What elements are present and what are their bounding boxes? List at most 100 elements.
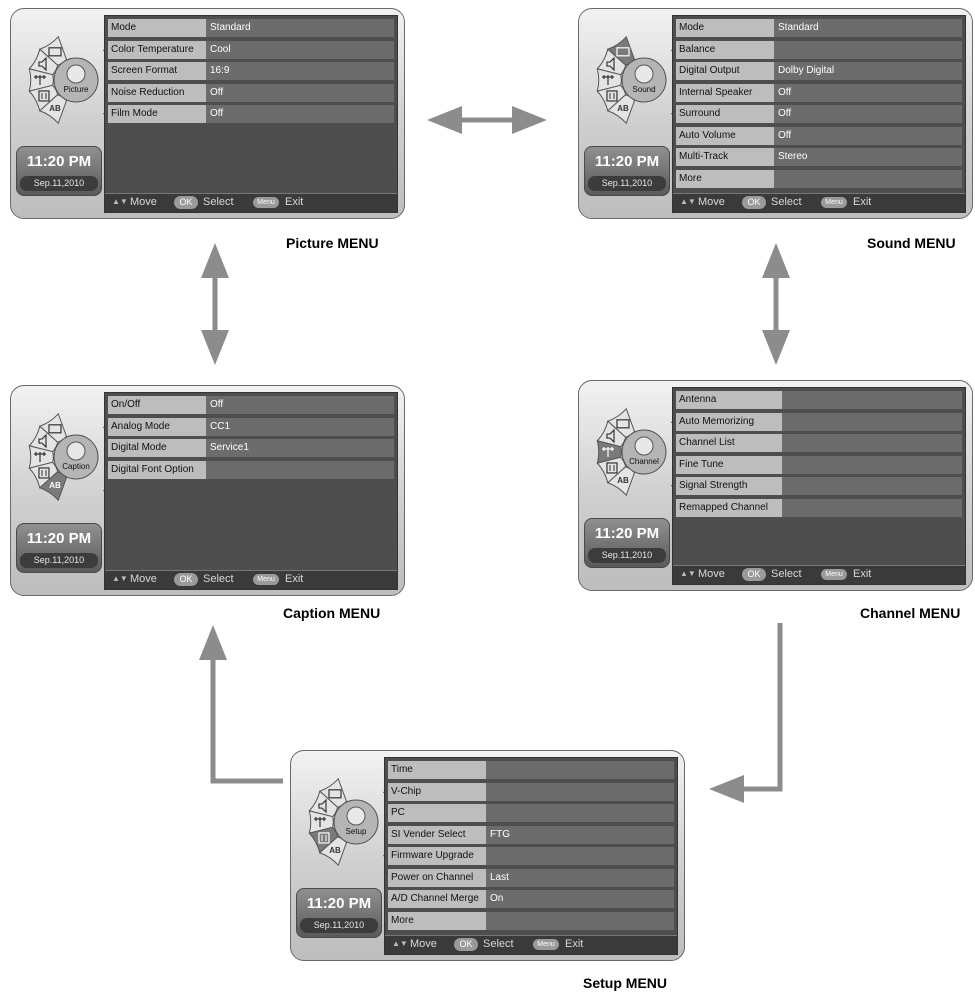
menu-row-label: Fine Tune: [679, 458, 724, 470]
dial-ab-label: AB: [617, 476, 629, 485]
menu-row-value-field: Stereo: [774, 148, 962, 166]
menu-row[interactable]: Channel List: [676, 434, 962, 452]
menu-button-icon: Menu: [253, 197, 279, 208]
menu-row[interactable]: Remapped Channel: [676, 498, 962, 517]
caption-ab-segment[interactable]: [318, 836, 348, 867]
sound-speaker-icon: [38, 56, 47, 72]
channel-menu-title: Channel MENU: [860, 605, 961, 621]
menu-row-value-field: Off: [206, 83, 394, 102]
menu-row-value-field: Off: [206, 105, 394, 123]
menu-row-value-field: Dolby Digital: [774, 62, 962, 80]
menu-row[interactable]: Signal Strength: [676, 477, 962, 495]
menu-row[interactable]: More: [388, 911, 674, 930]
dial-ab-label: AB: [329, 846, 341, 855]
menu-row[interactable]: Firmware Upgrade: [388, 847, 674, 865]
menu-row-value-field: [782, 391, 962, 409]
menu-button-icon: Menu: [253, 574, 279, 585]
menu-row-value-field: [782, 412, 962, 431]
menu-row-label: Mode: [679, 22, 705, 33]
menu-row-value: Standard: [210, 22, 251, 33]
setup-tools-icon: [606, 90, 618, 102]
menu-row-value-field: [486, 782, 674, 801]
menu-row-value-field: [486, 761, 674, 779]
menu-row[interactable]: Auto Memorizing: [676, 412, 962, 431]
footer-exit-label: Exit: [285, 573, 304, 585]
sound-menu-title: Sound MENU: [867, 235, 956, 251]
menu-button-icon: Menu: [533, 939, 559, 950]
menu-row[interactable]: Antenna: [676, 391, 962, 409]
dial-ab-label: AB: [617, 104, 629, 113]
footer-exit-label: Exit: [853, 196, 872, 208]
ok-button-icon: OK: [742, 568, 766, 581]
dial-hub-label: Picture: [64, 85, 89, 94]
menu-row[interactable]: Fine Tune: [676, 455, 962, 474]
menu-row-label: Antenna: [679, 394, 717, 405]
menu-row-value-field: 16:9: [206, 62, 394, 80]
menu-row[interactable]: More: [676, 169, 962, 188]
menu-button-icon: Menu: [821, 197, 847, 208]
caption-ab-segment[interactable]: [38, 94, 68, 125]
menu-row[interactable]: V-Chip: [388, 782, 674, 801]
menu-row-label: Time: [391, 764, 413, 775]
clock-display: 11:20 PM Sep.11,2010: [584, 146, 670, 196]
menu-row-value: 16:9: [210, 65, 230, 76]
picture-tv-icon: [328, 789, 342, 799]
menu-row-value-field: [206, 460, 394, 479]
hub-category-icon: [346, 806, 366, 826]
caption-ab-segment[interactable]: [606, 94, 636, 125]
menu-row-value-field: Off: [774, 126, 962, 145]
footer-move-label: Move: [130, 196, 157, 208]
footer-select-label: Select: [771, 568, 802, 580]
menu-row[interactable]: Power on Channel Last: [388, 868, 674, 887]
menu-row-label: Firmware Upgrade: [391, 850, 474, 861]
menu-row-label: Channel List: [679, 437, 735, 448]
menu-row-label: Power on Channel: [391, 871, 474, 883]
clock-time: 11:20 PM: [306, 895, 372, 912]
caption-ab-segment[interactable]: [606, 466, 636, 497]
caption-ab-segment[interactable]: [38, 471, 68, 502]
menu-row[interactable]: Balance: [676, 40, 962, 59]
menu-row-value-field: Last: [486, 868, 674, 887]
menu-row-value-field: [782, 455, 962, 474]
footer-move-label: Move: [410, 938, 437, 950]
up-down-arrows-icon: ▲▼: [680, 569, 696, 578]
menu-row[interactable]: PC: [388, 804, 674, 822]
menu-row-label: Digital Mode: [111, 442, 167, 453]
menu-row[interactable]: Digital Font Option: [108, 460, 394, 479]
clock-display: 11:20 PM Sep.11,2010: [584, 518, 670, 568]
footer-select-label: Select: [203, 573, 234, 585]
menu-row[interactable]: Surround Off: [676, 105, 962, 123]
clock-display: 11:20 PM Sep.11,2010: [16, 146, 102, 196]
menu-row-value: Cool: [210, 43, 231, 55]
menu-row-label: Surround: [679, 108, 721, 119]
menu-row[interactable]: Time: [388, 761, 674, 779]
menu-row-value: Stereo: [778, 151, 808, 162]
menu-row-value-field: [486, 911, 674, 930]
menu-row-label: SI Vender Select: [391, 828, 466, 840]
dial-hub-label: Setup: [346, 827, 367, 836]
ok-button-icon: OK: [174, 573, 198, 586]
clock-display: 11:20 PM Sep.11,2010: [296, 888, 382, 938]
menu-row-value-field: [782, 434, 962, 452]
menu-row-value-field: Off: [774, 105, 962, 123]
hub-category-icon: [66, 441, 86, 461]
